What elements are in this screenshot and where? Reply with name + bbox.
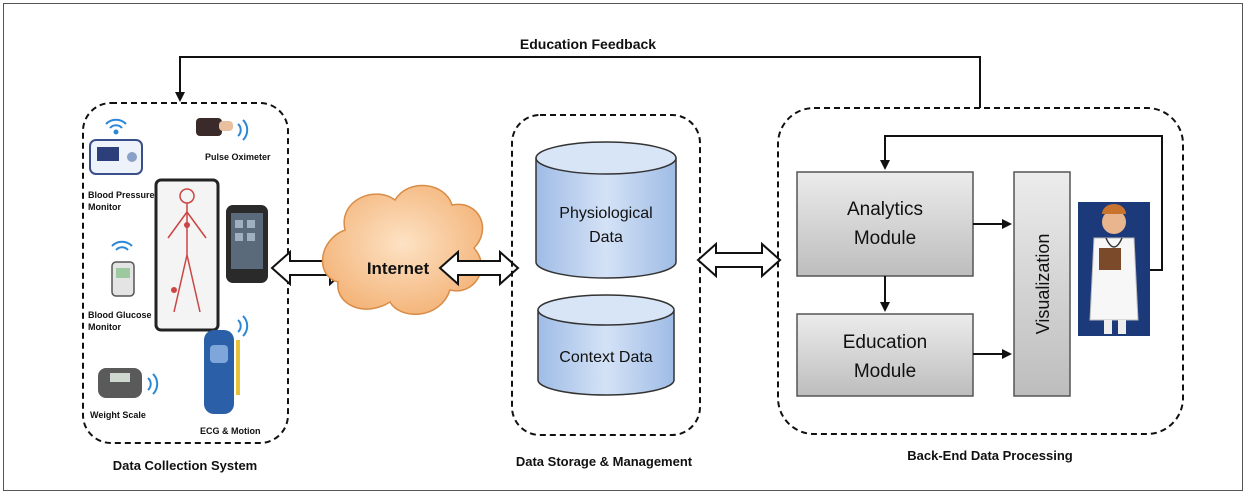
education-module-label: Education: [843, 332, 928, 353]
data-collection-section: Data Collection System Blood Pressure Mo…: [82, 102, 289, 473]
pulse-oximeter-label: Pulse Oximeter: [205, 152, 271, 162]
blood-pressure-label: Blood Pressure: [88, 190, 155, 200]
pulse-oximeter-icon: [196, 118, 233, 136]
data-storage-section: Data Storage & Management Physiological …: [511, 114, 701, 469]
back-end-processing-section: Back-End Data Processing Analytics Modul…: [777, 107, 1184, 463]
blood-glucose-monitor-icon: [111, 261, 135, 297]
blood-glucose-label-2: Monitor: [88, 322, 121, 332]
smartphone-icon: [226, 205, 268, 283]
data-storage-title: Data Storage & Management: [516, 454, 693, 469]
physiological-data-label-2: Data: [589, 229, 623, 246]
education-feedback-loop: Education Feedback: [175, 36, 981, 108]
body-sensors-tablet-icon: [154, 178, 220, 332]
context-data-label: Context Data: [559, 349, 652, 366]
visualization-label: Visualization: [1033, 234, 1053, 335]
data-collection-title: Data Collection System: [113, 458, 258, 473]
weight-scale-icon: [98, 368, 142, 398]
physiological-data-label: Physiological: [559, 205, 652, 222]
ecg-motion-label: ECG & Motion: [200, 426, 261, 436]
back-end-title: Back-End Data Processing: [907, 448, 1073, 463]
education-module-label-2: Module: [854, 361, 916, 382]
internet-label: Internet: [367, 259, 430, 278]
data-storage-boundary: [511, 114, 701, 436]
visualization-module: Visualization: [1013, 171, 1071, 397]
analytics-module-label-2: Module: [854, 228, 916, 249]
blood-pressure-label-2: Monitor: [88, 202, 121, 212]
physiological-data-database: Physiological Data: [535, 141, 677, 279]
wifi-icon: [237, 315, 249, 337]
ecg-motion-sensor-icon: [204, 330, 240, 414]
internal-flow-arrows: [880, 135, 1163, 359]
double-arrow: [438, 249, 520, 287]
analytics-module: Analytics Module: [796, 171, 974, 277]
wifi-icon: [147, 373, 159, 395]
weight-scale-label: Weight Scale: [90, 410, 146, 420]
blood-glucose-label: Blood Glucose: [88, 310, 152, 320]
analytics-module-label: Analytics: [847, 199, 923, 220]
wifi-icon: [111, 240, 133, 251]
wifi-icon: [237, 119, 249, 141]
wifi-icon: [105, 118, 127, 135]
doctor-icon: [1078, 202, 1150, 336]
double-arrow: [696, 241, 782, 279]
blood-pressure-monitor-icon: [89, 139, 143, 175]
feedback-label: Education Feedback: [520, 36, 656, 52]
context-data-database: Context Data: [537, 294, 675, 396]
internet-cloud-icon: Internet: [322, 184, 484, 315]
education-module: Education Module: [796, 313, 974, 397]
